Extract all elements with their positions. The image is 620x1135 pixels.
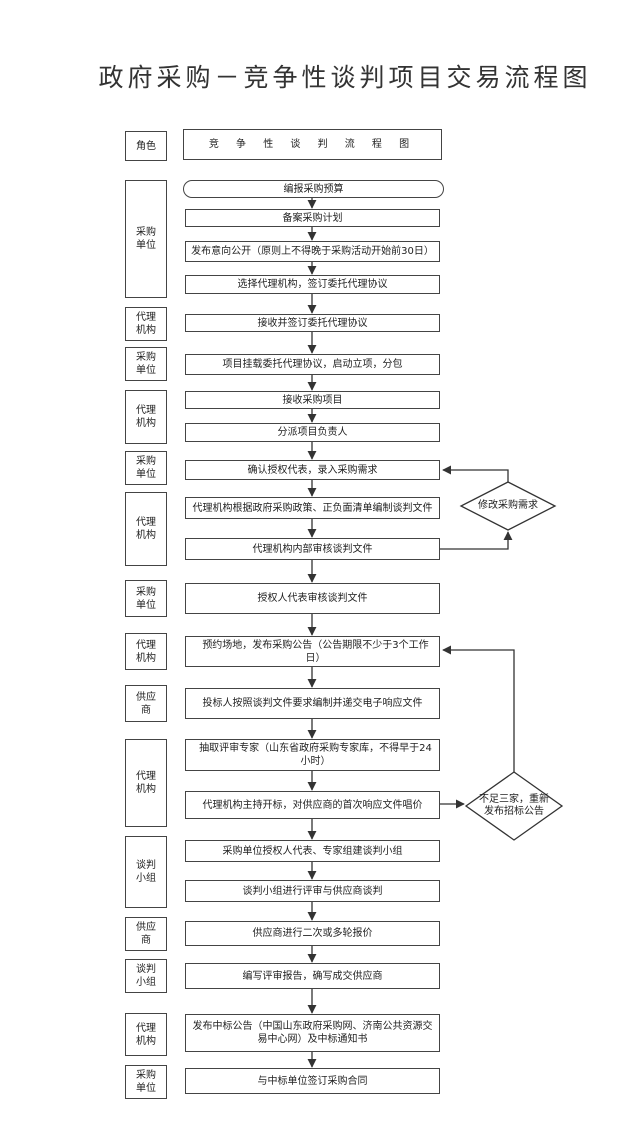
step-evaluation-report: 编写评审报告，确写成交供应商 <box>185 963 440 989</box>
decision-label-rebid: 不足三家，重新 发布招标公告 <box>479 794 549 817</box>
role-procurement-unit: 采购 单位 <box>125 1065 167 1099</box>
role-procurement-unit: 采购 单位 <box>125 451 167 485</box>
step-award-announcement: 发布中标公告（中国山东政府采购网、济南公共资源交易中心网）及中标通知书 <box>185 1014 440 1052</box>
step-authorized-review: 授权人代表审核谈判文件 <box>185 583 440 614</box>
role-agency: 代理 机构 <box>125 492 167 566</box>
step-sign-contract: 与中标单位签订采购合同 <box>185 1068 440 1094</box>
loop-revise-in <box>440 531 513 550</box>
step-publish-announcement: 预约场地，发布采购公告（公告期限不少于3个工作日） <box>185 636 440 667</box>
step-plan-filing: 备案采购计划 <box>185 209 440 227</box>
step-intent-publish: 发布意向公开（原则上不得晚于采购活动开始前30日） <box>185 241 440 262</box>
role-agency: 代理 机构 <box>125 390 167 444</box>
decision-diamond-revise <box>459 481 557 531</box>
step-budget: 编报采购预算 <box>183 180 444 198</box>
step-internal-review: 代理机构内部审核谈判文件 <box>185 538 440 560</box>
role-agency: 代理 机构 <box>125 633 167 670</box>
role-agency: 代理 机构 <box>125 1013 167 1056</box>
role-procurement-unit: 采购 单位 <box>125 347 167 381</box>
page-title: 政府采购－竞争性谈判项目交易流程图 <box>98 63 592 92</box>
role-supplier: 供应 商 <box>125 685 167 722</box>
step-prepare-docs: 代理机构根据政府采购政策、正负面清单编制谈判文件 <box>185 497 440 519</box>
step-multi-round-quote: 供应商进行二次或多轮报价 <box>185 921 440 946</box>
role-supplier: 供应 商 <box>125 917 167 951</box>
flow-header: 竞 争 性 谈 判 流 程 图 <box>183 129 442 160</box>
role-header: 角色 <box>125 131 167 161</box>
role-negotiation-group: 谈判 小组 <box>125 836 167 908</box>
role-procurement-unit: 采购 单位 <box>125 180 167 298</box>
role-procurement-unit: 采购 单位 <box>125 580 167 617</box>
step-bid-opening: 代理机构主持开标，对供应商的首次响应文件唱价 <box>185 791 440 819</box>
step-register-project: 项目挂载委托代理协议，启动立项，分包 <box>185 354 440 375</box>
step-confirm-requirements: 确认授权代表，录入采购需求 <box>185 460 440 480</box>
step-draw-experts: 抽取评审专家（山东省政府采购专家库，不得早于24小时） <box>185 739 440 771</box>
loop-revise-up <box>442 465 509 482</box>
role-agency: 代理 机构 <box>125 307 167 341</box>
decision-diamond-rebid <box>464 771 564 841</box>
role-negotiation-group: 谈判 小组 <box>125 959 167 993</box>
step-assign-manager: 分派项目负责人 <box>185 423 440 442</box>
step-receive-project: 接收采购项目 <box>185 391 440 409</box>
step-select-agency: 选择代理机构，签订委托代理协议 <box>185 275 440 294</box>
step-negotiation: 谈判小组进行评审与供应商谈判 <box>185 880 440 902</box>
step-accept-agreement: 接收并签订委托代理协议 <box>185 314 440 332</box>
decision-label-revise: 修改采购需求 <box>478 500 538 511</box>
loop-rebid-up <box>442 645 515 772</box>
step-form-group: 采购单位授权人代表、专家组建谈判小组 <box>185 840 440 862</box>
step-submit-response: 投标人按照谈判文件要求编制并递交电子响应文件 <box>185 688 440 719</box>
role-agency: 代理 机构 <box>125 739 167 827</box>
